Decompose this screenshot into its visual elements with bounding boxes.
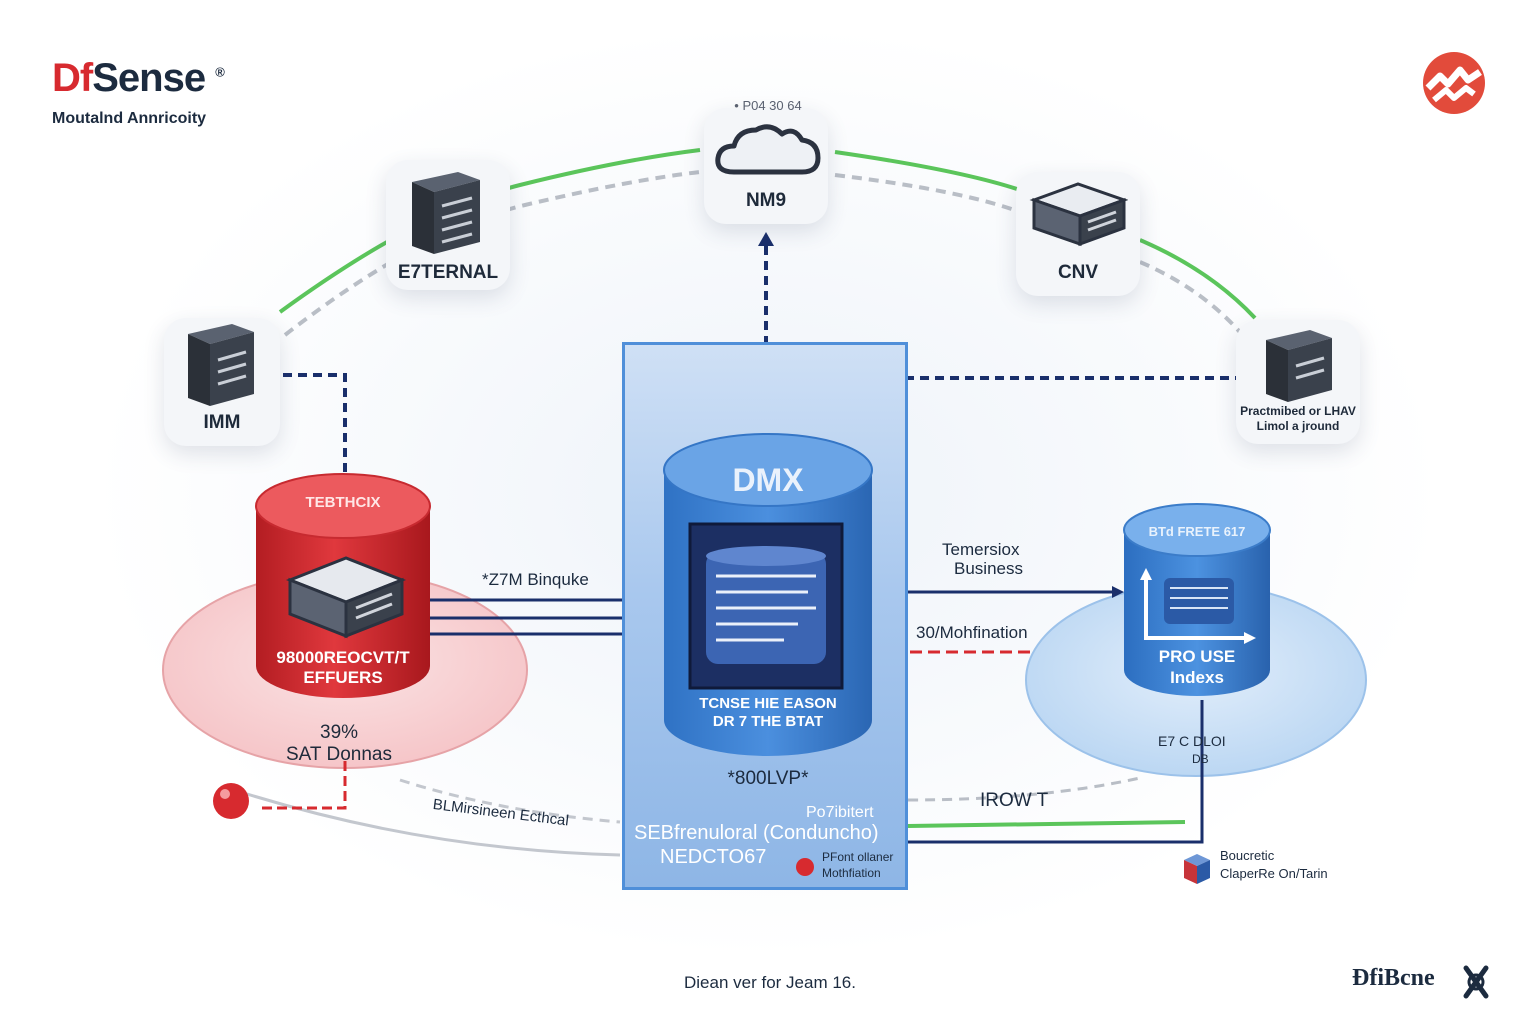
center-code: *800LVP* xyxy=(727,768,809,789)
cloud-icon xyxy=(715,124,821,175)
arrow-up-head xyxy=(758,232,774,246)
arc-gray-right xyxy=(834,173,1247,340)
bottom-right-navy xyxy=(908,700,1204,844)
center-legend-dot xyxy=(796,858,814,876)
right-db-label-1: PRO USE xyxy=(1158,647,1236,666)
center-caption-2: NEDCTO67 xyxy=(660,846,767,868)
left-db-percent: 39% xyxy=(320,722,359,743)
right-db-chart-icon xyxy=(1140,568,1256,644)
legend-cube-icon xyxy=(1184,854,1210,884)
external-label: E7TERNAL xyxy=(397,262,499,283)
bottom-right-gray xyxy=(907,776,1141,802)
center-title: DMX xyxy=(732,462,804,498)
bottom-arc-gray xyxy=(227,786,621,857)
external-server-icon xyxy=(412,172,480,254)
left-db-caption: SAT Donnas xyxy=(286,744,392,765)
brand-registered: ® xyxy=(215,64,225,80)
red-dash-link xyxy=(262,760,347,810)
footer-logo: ĐfiBcne xyxy=(1352,965,1435,991)
cnv-label: CNV xyxy=(1057,262,1099,283)
legend-line-2: ClaperRe On/Tarin xyxy=(1220,866,1328,881)
center-note: Po7ibitert xyxy=(806,804,874,821)
right-db-below-1: E7 C DLOI xyxy=(1158,733,1226,749)
center-screen-line-2: DR 7 THE BTAT xyxy=(712,713,824,730)
brand-name: Sense xyxy=(92,56,206,100)
arc-green-right xyxy=(834,150,1257,320)
left-db-label-1: 98000REOCVT/T xyxy=(276,648,410,667)
bottom-arc-gray-2 xyxy=(399,778,621,824)
link-label-bottom-right: IROW T xyxy=(980,790,1049,811)
right-server-icon xyxy=(1266,330,1332,402)
red-status-dot xyxy=(213,783,249,819)
right-node-label-2: Limol a jround xyxy=(1256,419,1340,433)
legend-line-1: Boucretic xyxy=(1220,848,1275,863)
brand-logo: DfSense ® xyxy=(52,56,225,101)
arc-green-left xyxy=(278,148,701,314)
right-db-below-2: DB xyxy=(1192,752,1209,766)
footer-mark-icon xyxy=(1463,965,1489,999)
corner-logo-icon xyxy=(1423,52,1485,114)
footer-caption: Diean ver for Jeam 16. xyxy=(684,973,856,992)
center-screen-line-1: TCNSE HIE EASON xyxy=(699,695,837,712)
left-db-server-icon xyxy=(285,556,407,639)
cnv-server-icon xyxy=(1029,182,1128,247)
center-legend-line-1: PFont ollaner xyxy=(822,850,894,864)
imm-server-icon xyxy=(188,324,254,406)
link-center-right-arrow xyxy=(1112,586,1124,598)
link-label-center-right-mid: 30/Mohfination xyxy=(916,623,1028,642)
dash-imm-to-left-db xyxy=(268,373,347,478)
center-screen-icon xyxy=(688,522,844,690)
right-node-label-1: Practmibed or LHAV xyxy=(1240,404,1356,418)
arc-gray-left xyxy=(283,170,701,337)
link-label-left-center: *Z7M Binquke xyxy=(482,570,589,589)
brand-prefix: Df xyxy=(52,56,93,100)
bottom-right-green xyxy=(907,820,1186,828)
left-db-top-label: TEBTHCIX xyxy=(305,494,381,511)
center-caption-1: SEBfrenuloral (Conduncho) xyxy=(634,822,879,844)
center-legend-line-2: Mothfiation xyxy=(822,866,881,880)
imm-label: IMM xyxy=(203,412,241,433)
cloud-top-label: • P04 30 64 xyxy=(734,98,802,113)
brand-tagline: Moutalnd Annricoity xyxy=(52,110,207,127)
cloud-label: NM9 xyxy=(745,190,787,211)
link-label-center-right-1: Temersiox xyxy=(942,540,1020,559)
link-label-center-right-2: Business xyxy=(954,559,1023,578)
right-db-label-2: Indexs xyxy=(1170,668,1224,687)
left-db-label-2: EFFUERS xyxy=(303,668,383,687)
right-db-top-label: BTd FRETE 617 xyxy=(1148,524,1246,539)
